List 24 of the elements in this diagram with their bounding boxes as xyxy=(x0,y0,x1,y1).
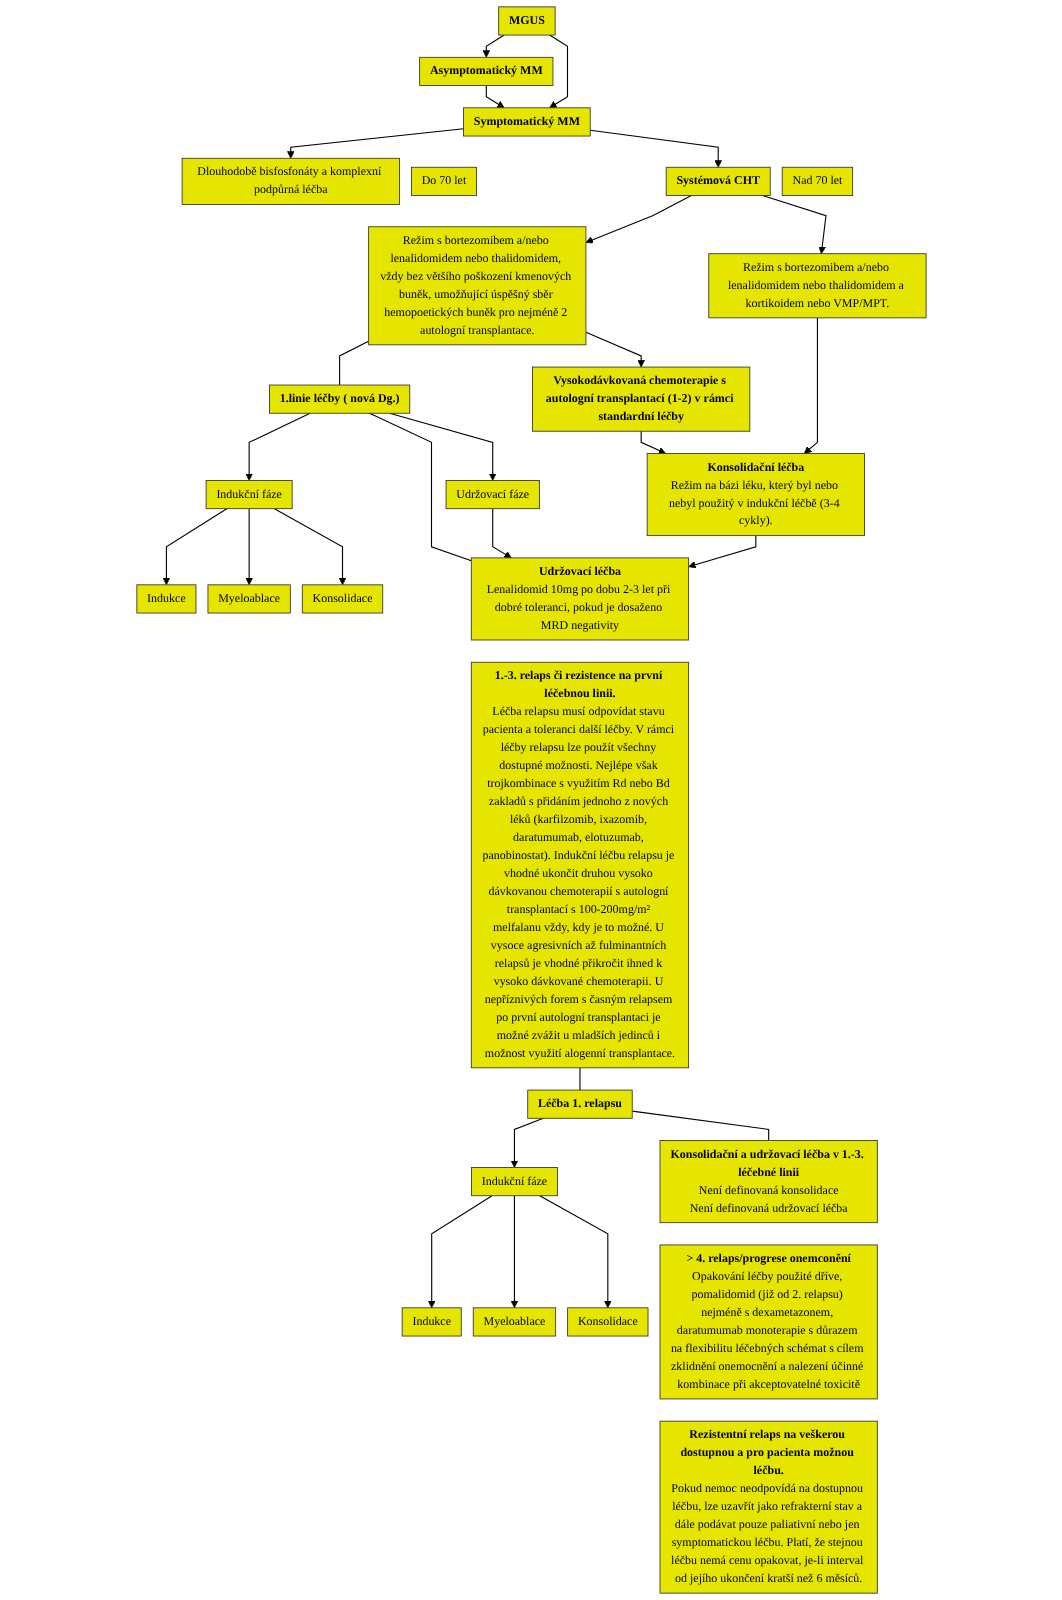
arrow xyxy=(538,1195,612,1309)
arrow xyxy=(584,331,645,368)
arrow xyxy=(273,508,346,586)
arrow xyxy=(510,1117,544,1168)
connector xyxy=(368,412,472,562)
arrow xyxy=(482,34,505,58)
arrow xyxy=(427,1195,493,1309)
arrow xyxy=(485,85,505,109)
arrow xyxy=(761,194,827,255)
arrow xyxy=(244,412,311,481)
arrow xyxy=(244,508,253,586)
connector xyxy=(578,1067,581,1091)
arrow xyxy=(162,508,227,586)
arrow xyxy=(548,34,568,109)
arrow xyxy=(286,128,464,159)
arrow xyxy=(803,317,818,454)
arrow xyxy=(589,129,722,168)
arrow xyxy=(687,535,756,569)
connector xyxy=(631,1110,769,1142)
arrow xyxy=(388,412,496,481)
arrow xyxy=(585,194,692,244)
arrow xyxy=(491,508,512,559)
arrow xyxy=(510,1195,518,1309)
arrow xyxy=(640,430,666,455)
